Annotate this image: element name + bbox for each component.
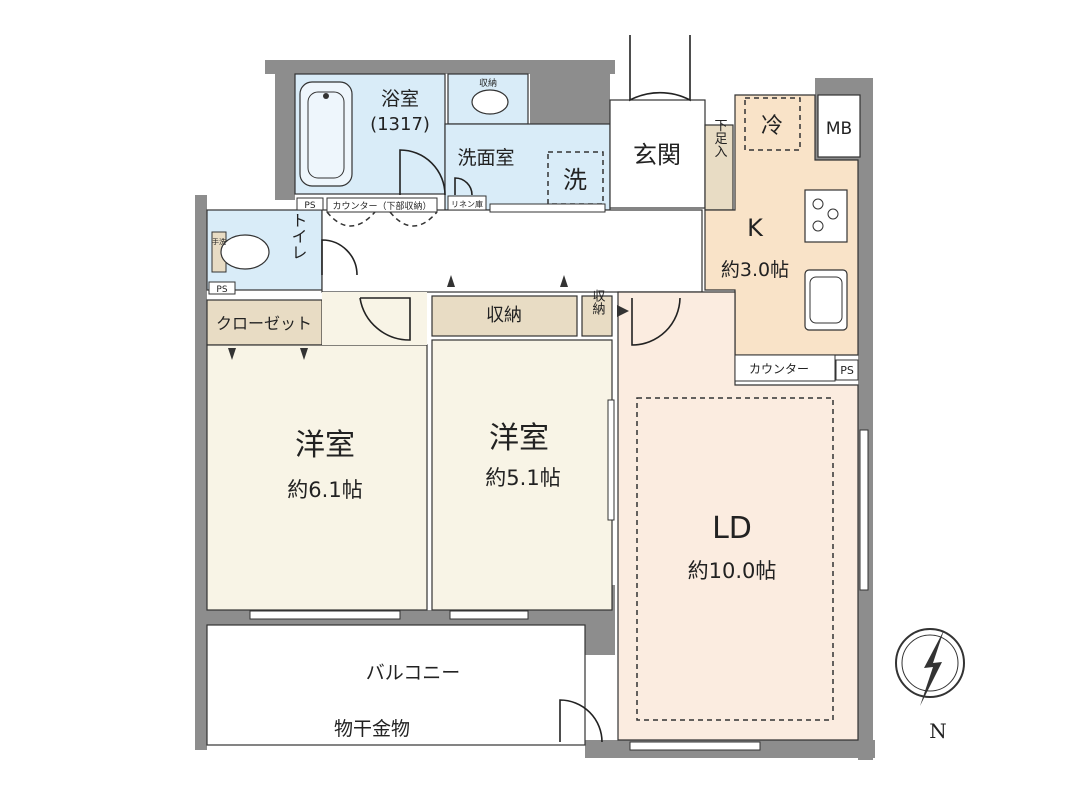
toilet-text: トイレ	[289, 212, 308, 260]
kitchen-name: K	[747, 214, 764, 242]
floors	[206, 73, 861, 746]
washroom-label: 洗面室	[457, 147, 514, 169]
mb-label: MB	[826, 119, 852, 139]
kitchen-size: 約3.0帖	[721, 259, 789, 281]
compass-ring	[895, 628, 965, 698]
storage-small-text: 収納	[590, 289, 606, 316]
linen-label: リネン庫	[451, 199, 483, 209]
room-labels: 浴室 (1317) 収納 洗面室 洗 玄関 下足入 冷 MB カウンター（下部収…	[212, 77, 854, 740]
fixtures	[208, 81, 869, 751]
kitchen-counter-label: カウンター	[749, 362, 809, 376]
western2-size: 約5.1帖	[485, 466, 560, 490]
western2-name: 洋室	[489, 421, 549, 456]
ld-name: LD	[712, 511, 752, 546]
storage-small-label: 収納	[590, 289, 606, 316]
shoe-box-label: 下足入	[712, 119, 728, 158]
ps-right-label: PS	[840, 364, 854, 377]
toilet-sign-label: 手洗	[212, 237, 226, 246]
closet-label: クローゼット	[216, 314, 312, 333]
laundry-label: 物干金物	[334, 718, 410, 740]
doors	[321, 35, 691, 743]
compass: N	[895, 628, 965, 743]
entrance-label: 玄関	[633, 141, 681, 169]
bath-size: (1317)	[370, 114, 430, 135]
toilet-label: トイレ	[289, 212, 308, 260]
washer-label: 洗	[563, 166, 587, 194]
bath-storage-label: 収納	[479, 77, 497, 89]
balcony-label: バルコニー	[366, 662, 461, 684]
counter-upper-label: カウンター（下部収納）	[332, 200, 431, 212]
ld-size: 約10.0帖	[688, 559, 777, 583]
ps-left-label: PS	[216, 285, 227, 295]
storage-mid-label: 収納	[486, 305, 522, 326]
fridge-label: 冷	[761, 114, 783, 139]
ps-top-label: PS	[304, 201, 315, 211]
bath-label: 浴室	[381, 88, 419, 110]
shoe-box-text: 下足入	[712, 119, 728, 158]
western1-name: 洋室	[295, 428, 355, 463]
western1-size: 約6.1帖	[287, 478, 362, 502]
compass-north-label: N	[929, 719, 947, 743]
